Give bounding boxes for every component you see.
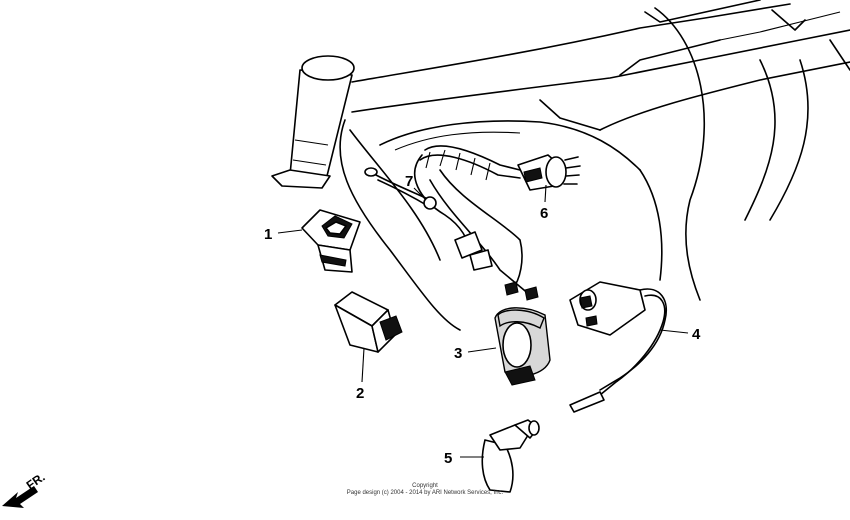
- callout-5: 5: [444, 450, 452, 467]
- part-2-cdi-unit: [334, 291, 403, 353]
- part-1-switch: [301, 209, 361, 273]
- leader-line-4: [659, 329, 689, 334]
- callout-6: 6: [540, 205, 548, 222]
- copyright-notice: Copyright Page design (c) 2004 - 2014 by…: [300, 483, 550, 497]
- ground-lead: [364, 167, 437, 210]
- callout-7: 7: [405, 173, 413, 190]
- part-5-spark-plug-cap: [481, 419, 540, 493]
- leader-lines: [277, 184, 689, 458]
- handlebar-grip: [271, 55, 355, 189]
- frame: [339, 0, 850, 331]
- part-4-ignition-coil: [569, 281, 667, 413]
- leader-line-1: [277, 229, 303, 234]
- callout-3: 3: [454, 345, 462, 362]
- copyright-line-1: Copyright: [412, 483, 438, 489]
- callouts: 1 2 3 4 5 6 7: [264, 173, 701, 467]
- callout-4: 4: [692, 326, 701, 343]
- leader-line-2: [361, 347, 365, 383]
- callout-2: 2: [356, 385, 364, 402]
- leader-line-6: [544, 184, 547, 203]
- front-direction-indicator: FR.: [2, 470, 48, 508]
- leader-line-3: [467, 347, 497, 353]
- front-label: FR.: [24, 470, 48, 493]
- callout-1: 1: [264, 226, 272, 243]
- copyright-line-2: Page design (c) 2004 - 2014 by ARI Netwo…: [346, 490, 504, 496]
- leader-line-7: [413, 187, 427, 201]
- front-arrow-icon: [2, 486, 38, 508]
- part-3-rubber-mount: [494, 307, 551, 386]
- wire-harness: [413, 145, 581, 301]
